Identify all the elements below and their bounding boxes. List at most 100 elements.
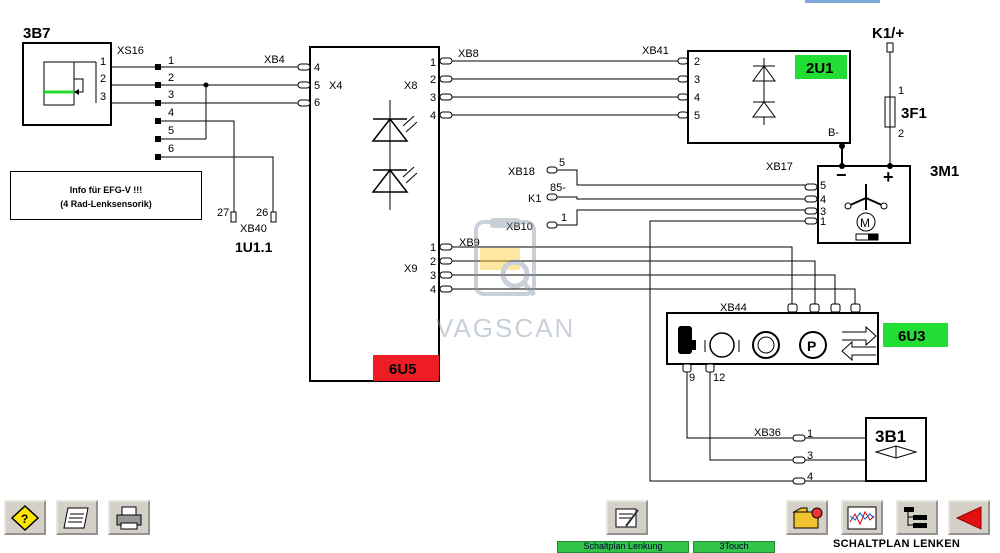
label-2U1: 2U1: [806, 60, 834, 77]
svg-text:9: 9: [689, 372, 695, 384]
svg-text:4: 4: [168, 107, 174, 119]
component-6U3[interactable]: XB44 1 2 3 4 6U3 P 9 12: [666, 302, 948, 461]
svg-text:6: 6: [314, 97, 320, 109]
svg-text:3: 3: [168, 89, 174, 101]
component-1U1-1[interactable]: 27 26 XB40 1U1.1: [217, 207, 273, 255]
label-K1-plus: K1/+: [872, 25, 904, 42]
window-tab-indicator[interactable]: [805, 0, 880, 3]
svg-text:1: 1: [100, 56, 106, 68]
svg-text:1: 1: [168, 55, 174, 67]
direction-arrows-icon: [841, 325, 877, 362]
connector-XB36: XB36: [754, 427, 781, 439]
signal-chart-button[interactable]: [841, 500, 883, 535]
svg-text:2: 2: [100, 73, 106, 85]
notes-button[interactable]: [56, 500, 98, 535]
svg-text:1: 1: [820, 216, 826, 228]
svg-text:4: 4: [430, 284, 436, 296]
svg-text:1: 1: [807, 428, 813, 440]
connector-XB40: XB40: [240, 223, 267, 235]
label-K1: K1: [528, 193, 541, 205]
xs16-pins: 1 2 3 4 5 6: [155, 55, 174, 160]
tab-3touch[interactable]: 3Touch: [693, 541, 775, 553]
svg-text:27: 27: [217, 207, 229, 219]
connector-XB44: XB44: [720, 302, 747, 314]
motor-icon: M: [844, 184, 888, 241]
component-3F1[interactable]: K1/+ 1 2 3F1: [872, 25, 927, 166]
print-button[interactable]: [108, 500, 150, 535]
svg-text:P: P: [807, 338, 816, 354]
svg-text:5: 5: [820, 180, 826, 192]
info-note-box[interactable]: Info für EFG-V !!! (4 Rad-Lenksensorik): [10, 171, 202, 220]
help-button[interactable]: ?: [4, 500, 46, 535]
label-6U3: 6U3: [898, 328, 926, 345]
svg-text:−: −: [836, 165, 847, 185]
component-3M1[interactable]: 3M1 − + XB17 5 4 3 1 M: [766, 161, 959, 244]
led-icon: [371, 100, 418, 160]
svg-text:3: 3: [100, 91, 106, 103]
component-3B7[interactable]: 3B7 XS16 1 2 3: [22, 25, 158, 126]
component-2U1[interactable]: 2 3 4 5 2U1 B-: [687, 50, 851, 166]
label-3F1: 3F1: [901, 105, 927, 122]
svg-text:4: 4: [694, 92, 700, 104]
info-line-2: (4 Rad-Lenksensorik): [60, 199, 152, 209]
connector-XB9: XB9: [459, 237, 480, 249]
back-button[interactable]: [948, 500, 990, 535]
svg-text:5: 5: [694, 110, 700, 122]
svg-text:1: 1: [561, 212, 567, 224]
info-line-1: Info für EFG-V !!!: [69, 185, 143, 195]
svg-text:1: 1: [898, 85, 904, 97]
svg-text:3: 3: [807, 450, 813, 462]
label-3B7: 3B7: [23, 25, 51, 42]
edit-doc-button[interactable]: [606, 500, 648, 535]
svg-text:VAGSCAN: VAGSCAN: [436, 313, 575, 343]
svg-text:4: 4: [314, 62, 320, 74]
wires-xb18: XB18 5 85- K1 XB10 1: [506, 157, 805, 482]
led-icon: [752, 58, 776, 125]
wires-x9: XB9: [452, 237, 861, 313]
svg-text:M: M: [860, 216, 870, 230]
connector-XB8: XB8: [458, 48, 479, 60]
svg-text:3: 3: [694, 74, 700, 86]
svg-text:3: 3: [820, 206, 826, 218]
seat-icon: [678, 326, 696, 354]
tree-view-button[interactable]: [896, 500, 938, 535]
component-3B1[interactable]: XB36 1 3 4 3B1: [754, 417, 927, 485]
svg-text:85-: 85-: [550, 182, 566, 194]
footer-title: SCHALTPLAN LENKEN: [833, 538, 961, 550]
connector-XB18: XB18: [508, 166, 535, 178]
component-6U5[interactable]: XB4 X4 4 5 6 X8 1 2 3 4 X9 1 2 3 4: [264, 46, 453, 382]
connector-X8: X8: [404, 80, 417, 92]
connector-XB41: XB41: [642, 45, 669, 57]
svg-text:4: 4: [430, 110, 436, 122]
svg-text:1: 1: [430, 57, 436, 69]
brake-icon: [752, 331, 780, 359]
svg-text:26: 26: [256, 207, 268, 219]
svg-text:5: 5: [559, 157, 565, 169]
svg-text:5: 5: [314, 80, 320, 92]
help-icon: ?: [10, 504, 40, 531]
open-folder-icon: [792, 507, 823, 528]
svg-text:6: 6: [168, 143, 174, 155]
brake-pad-icon: [704, 332, 740, 358]
tree-icon: [904, 506, 927, 528]
label-6U5: 6U5: [389, 361, 417, 378]
open-folder-button[interactable]: [786, 500, 828, 535]
label-1U1-1: 1U1.1: [235, 239, 273, 255]
svg-text:12: 12: [713, 372, 725, 384]
svg-text:3: 3: [430, 270, 436, 282]
connector-X9: X9: [404, 263, 417, 275]
tab-schaltplan[interactable]: Schaltplan Lenkung: [557, 541, 689, 553]
notes-icon: [63, 507, 89, 528]
signal-chart-icon: [847, 506, 877, 529]
svg-text:5: 5: [168, 125, 174, 137]
wires-x8: XB8 XB41: [452, 45, 689, 119]
svg-text:2: 2: [898, 128, 904, 140]
svg-text:2: 2: [694, 56, 700, 68]
wires-xs16: [161, 66, 298, 223]
parking-brake-icon: P: [799, 331, 827, 359]
connector-XB10: XB10: [506, 221, 533, 233]
svg-text:4: 4: [820, 194, 826, 206]
svg-text:4: 4: [807, 471, 813, 483]
back-arrow-icon: [955, 505, 982, 530]
label-b-minus: B-: [828, 127, 839, 139]
